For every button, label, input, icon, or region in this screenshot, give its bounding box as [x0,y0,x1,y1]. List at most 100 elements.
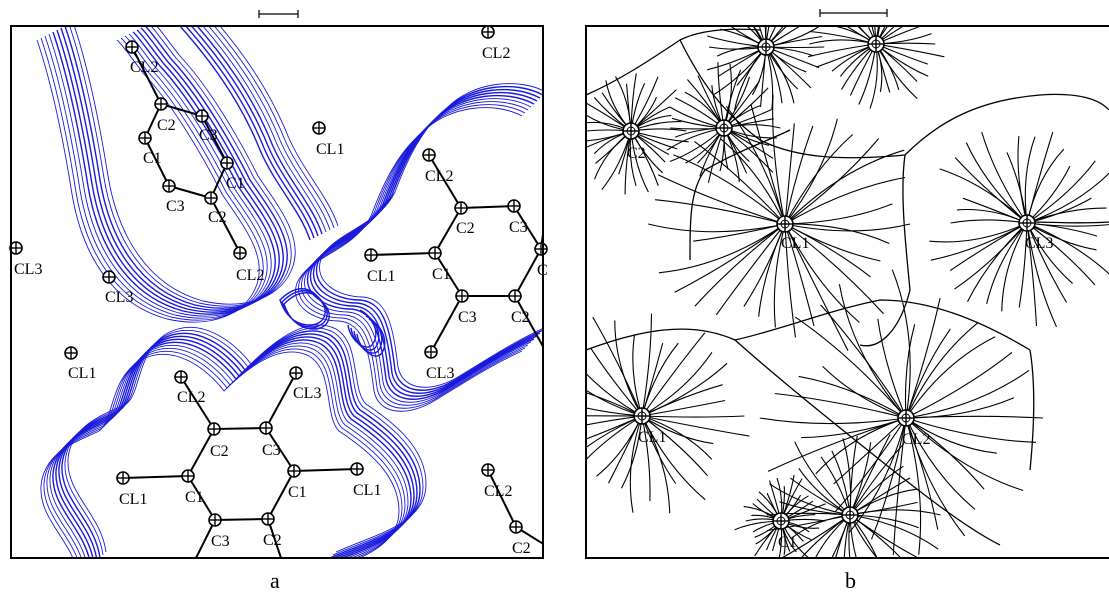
contour-line [56,29,280,313]
gradient-line [820,304,907,419]
gradient-line [655,199,786,225]
atom-core [719,123,729,133]
atom-marker-icon [154,97,168,111]
bond-line [187,428,215,477]
bond-line [210,197,241,254]
atom-marker-icon [233,246,247,260]
atom-label: CL1 [781,235,809,252]
bond-line [187,475,216,521]
gradient-line [784,125,814,225]
atom-marker-icon [1018,214,1036,232]
atom-label: CL3 [14,261,42,278]
contour-line [219,26,339,227]
atom-marker-icon [508,289,522,303]
contour-line [196,26,323,235]
gradient-line [641,415,745,418]
atom-label: C2 [627,145,646,162]
gradient-line [905,417,1024,492]
gradient-line [694,223,786,307]
atom-marker-icon [757,38,775,56]
atom-label: CL1 [353,482,381,499]
gradient-line [1026,148,1065,224]
atom-marker-icon [841,506,859,524]
bond-line [434,207,462,254]
gradient-line [784,223,849,351]
gradient-line [1026,222,1109,275]
gradient-line [784,149,905,225]
gradient-line [833,417,907,485]
atom-label: C2 [210,443,229,460]
atom-label: CL3 [293,385,321,402]
gradient-line [905,417,997,454]
atom-label: CL1 [367,268,395,285]
atom-marker-icon [64,346,78,360]
gradient-line [586,407,643,417]
atom-label: CL1 [119,491,147,508]
gradient-line [784,176,906,225]
gradient-line [648,223,786,233]
gradient-line [767,514,851,532]
contour-line [213,26,335,229]
gradient-line [849,514,857,558]
atom-core [761,42,771,52]
atom-marker-icon [287,464,301,478]
atom-label: C1 [185,489,204,506]
atom-label: CL2 [482,45,510,62]
gradient-line [784,223,797,338]
atom-marker-icon [207,422,221,436]
gradient-line [905,397,1015,419]
gradient-line [586,415,643,426]
atom-marker-icon [204,191,218,205]
contour-line [52,31,276,315]
atom-marker-icon [424,345,438,359]
atom-core [871,39,881,49]
atom-label: CL2 [425,168,453,185]
atom-label: C1 [288,484,307,501]
gradient-line [632,334,643,417]
gradient-line [1018,222,1028,308]
gradient-line [838,284,907,419]
atom-label: C1 [432,266,451,283]
gradient-line [905,417,976,510]
gradient-line [1026,222,1038,327]
contour-line [283,292,330,330]
gradient-line [774,392,907,419]
gradient-line [848,514,851,558]
gradient-line [930,222,1028,261]
atom-label: CL2 [902,431,930,448]
atom-marker-icon [481,463,495,477]
gradient-line [967,222,1028,303]
atom-label: C1 [778,534,797,551]
atom-label: C1 [226,175,245,192]
atom-marker-icon [116,471,130,485]
gradient-line [586,415,643,440]
bond-line [213,427,267,430]
atom-label: C2 [512,540,531,557]
atom-marker-icon [534,242,548,256]
gradient-line [641,415,750,437]
gradient-line [657,174,786,225]
bond-line [131,46,162,105]
gradient-line [784,223,860,323]
gradient-line [870,417,907,540]
gradient-line [1026,207,1107,224]
gradient-line [589,347,643,417]
gradient-line [592,316,643,417]
gradient-line [905,322,979,419]
contour-line [44,35,268,319]
atom-marker-icon [261,512,275,526]
basin-boundary [1029,349,1035,471]
bond-line [487,469,517,528]
gradient-line [986,222,1028,305]
atom-label: CL2 [177,389,205,406]
panel-b-label: b [845,568,856,593]
atom-marker-icon [481,25,495,39]
atom-marker-icon [507,199,521,213]
gradient-line [849,514,939,550]
contour-line [190,26,319,237]
atom-marker-icon [422,148,436,162]
gradient-line [720,138,786,225]
atom-core [626,126,636,136]
bond-line [160,103,203,117]
gradient-line [877,318,907,419]
